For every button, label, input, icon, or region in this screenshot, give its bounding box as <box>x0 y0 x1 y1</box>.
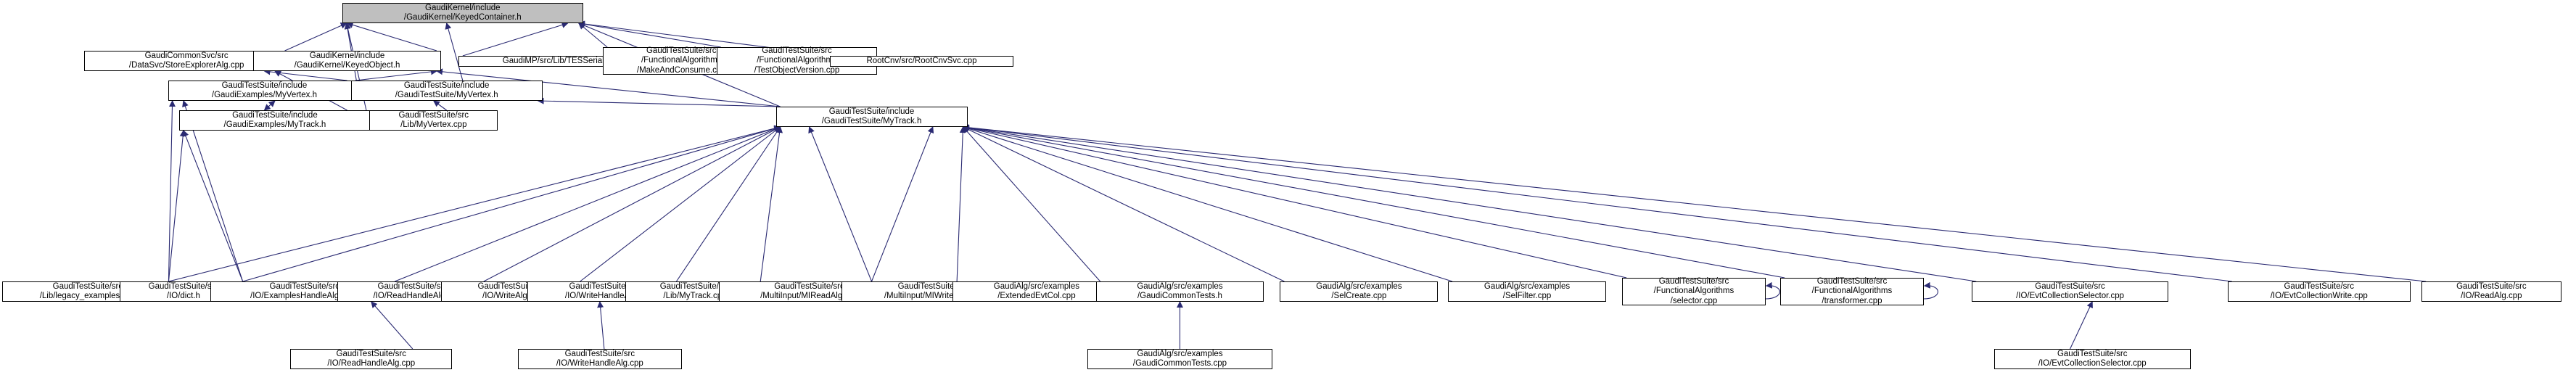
graph-edge <box>962 126 1101 282</box>
graph-node[interactable]: GaudiTestSuite/src /FunctionalAlgorithms… <box>1622 277 1766 305</box>
graph-node[interactable]: GaudiTestSuite/src /IO/ReadAlg.cpp <box>2421 281 2561 302</box>
graph-edge <box>1765 281 1780 300</box>
graph-edge <box>537 97 781 107</box>
graph-edge <box>962 125 1453 282</box>
graph-edge <box>462 22 569 57</box>
graph-edge <box>242 125 781 282</box>
graph-node[interactable]: GaudiTestSuite/include /GaudiTestSuite/M… <box>775 107 968 127</box>
graph-node[interactable]: GaudiTestSuite/src /IO/EvtCollectionSele… <box>1972 281 2168 302</box>
graph-node[interactable]: GaudiTestSuite/src /IO/ReadHandleAlg.cpp <box>290 349 453 369</box>
graph-edge <box>445 22 464 81</box>
graph-edge <box>168 130 186 282</box>
graph-node[interactable]: GaudiTestSuite/include /GaudiExamples/My… <box>178 110 371 131</box>
graph-edge <box>962 124 2427 282</box>
graph-node[interactable]: GaudiTestSuite/src /IO/EvtCollectionWrit… <box>2227 281 2411 302</box>
graph-edge <box>432 100 448 111</box>
graph-edge <box>1923 281 1938 300</box>
graph-node[interactable]: GaudiAlg/src/examples /SelFilter.cpp <box>1448 281 1607 302</box>
graph-edge <box>760 126 783 282</box>
graph-node[interactable]: RootCnv/src/RootCnvSvc.cpp <box>830 56 1013 67</box>
graph-edge <box>871 126 934 282</box>
graph-edge <box>2070 301 2093 350</box>
graph-edge <box>962 124 2232 282</box>
graph-node[interactable]: GaudiAlg/src/examples /GaudiCommonTests.… <box>1087 349 1273 369</box>
graph-edge <box>168 125 781 282</box>
graph-node[interactable]: GaudiTestSuite/src /IO/WriteHandleAlg.cp… <box>517 349 683 369</box>
graph-node[interactable]: GaudiTestSuite/src /IO/EvtCollectionSele… <box>1993 349 2191 369</box>
graph-edge <box>578 22 608 48</box>
graph-edge <box>956 126 966 282</box>
graph-edge <box>483 126 781 282</box>
graph-edge <box>346 22 437 52</box>
graph-node[interactable]: GaudiAlg/src/examples /ExtendedEvtCol.cp… <box>952 281 1121 302</box>
graph-edge <box>182 130 244 282</box>
graph-edge <box>284 22 347 52</box>
graph-edge <box>962 124 1977 282</box>
graph-edge <box>264 100 276 111</box>
graph-edge <box>263 100 276 111</box>
graph-node-root[interactable]: GaudiKernel/include /GaudiKernel/KeyedCo… <box>342 3 583 23</box>
graph-node[interactable]: GaudiKernel/include /GaudiKernel/KeyedOb… <box>253 51 441 71</box>
graph-edge <box>675 126 781 282</box>
graph-node[interactable]: GaudiTestSuite/include /GaudiExamples/My… <box>168 81 361 101</box>
graph-edge <box>263 68 347 81</box>
graph-edge <box>577 20 721 48</box>
graph-node[interactable]: GaudiTestSuite/include /GaudiTestSuite/M… <box>350 81 543 101</box>
graph-edge <box>962 125 1785 279</box>
graph-node[interactable]: GaudiAlg/src/examples /SelCreate.cpp <box>1280 281 1439 302</box>
graph-edge <box>168 100 176 282</box>
graph-node[interactable]: GaudiTestSuite/src /Lib/MyVertex.cpp <box>369 110 498 131</box>
graph-edge <box>394 125 781 282</box>
graph-edge <box>808 126 873 282</box>
graph-edge <box>597 301 605 350</box>
graph-edge <box>962 125 1627 279</box>
graph-edge <box>580 126 781 282</box>
graph-node[interactable]: GaudiTestSuite/src /FunctionalAlgorithms… <box>1780 277 1924 305</box>
graph-node[interactable]: GaudiAlg/src/examples /GaudiCommonTests.… <box>1095 281 1264 302</box>
graph-edge <box>962 126 1285 282</box>
graph-edge <box>355 68 438 81</box>
graph-edge <box>371 301 413 350</box>
